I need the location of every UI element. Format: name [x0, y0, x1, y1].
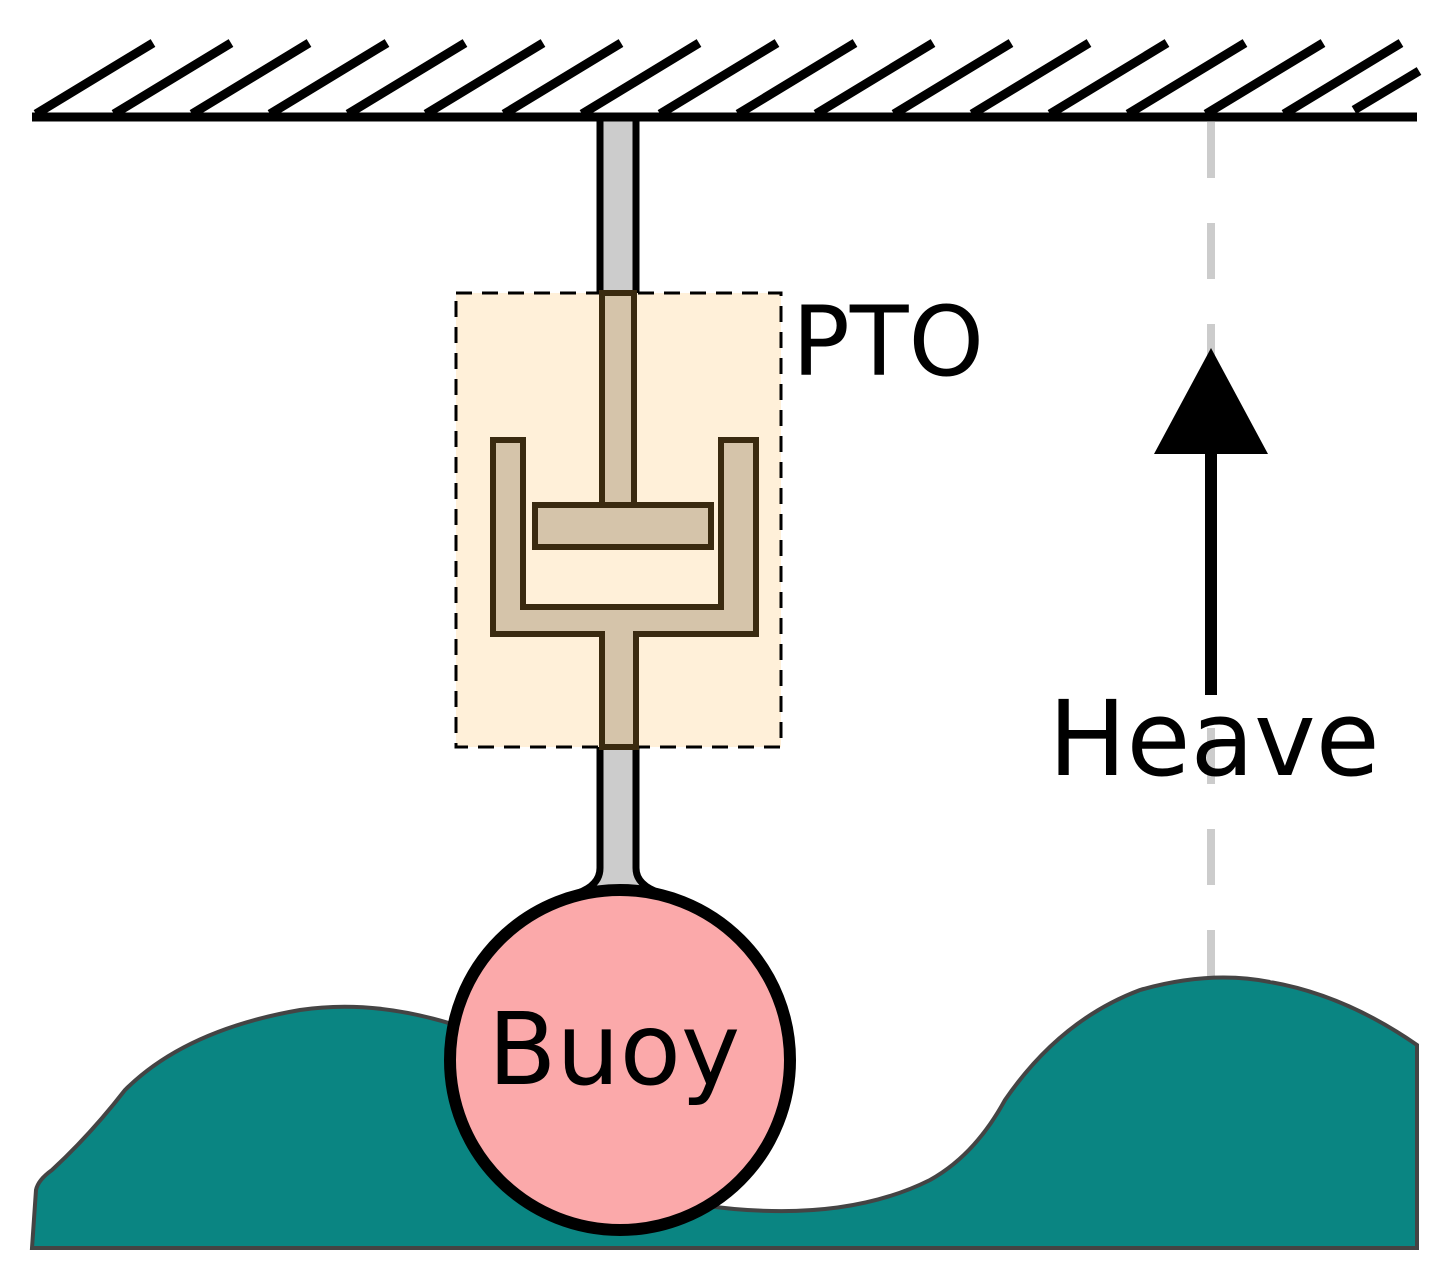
damper-cylinder [490, 437, 759, 750]
buoy: Buoy [444, 884, 796, 1236]
fixed-support [32, 39, 1422, 122]
connecting-rod-upper [596, 114, 640, 298]
damper-piston [532, 502, 714, 550]
buoy-label: Buoy [488, 991, 740, 1108]
heave-label: Heave [1048, 678, 1379, 800]
pto-label: PTO [792, 286, 984, 398]
water-waves [29, 975, 1419, 1250]
heave-indicator: Heave [1048, 348, 1380, 800]
pto-rod-segment [599, 290, 637, 508]
support-hatching [33, 39, 1422, 118]
connecting-rod-lower [576, 741, 662, 897]
heave-arrow-head [1154, 348, 1268, 454]
pto-unit: PTO [454, 286, 984, 750]
buoy-body [444, 884, 796, 1236]
